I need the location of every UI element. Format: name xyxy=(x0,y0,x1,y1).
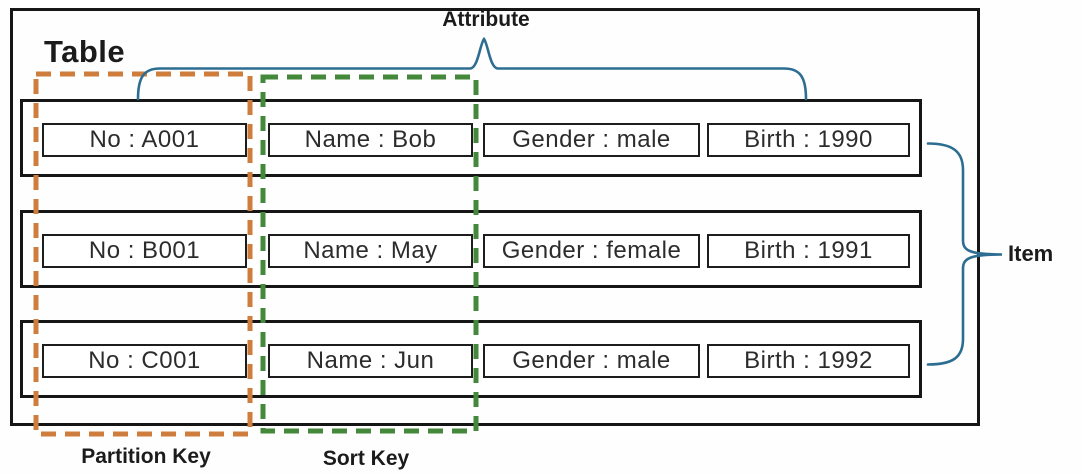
table-row: No : A001 Name : Bob Gender : male Birth… xyxy=(20,99,922,177)
attribute-cell-gender: Gender : male xyxy=(483,123,700,157)
table-row: No : B001 Name : May Gender : female Bir… xyxy=(20,210,922,288)
attribute-cell-name: Name : Bob xyxy=(268,123,473,157)
table-title: Table xyxy=(44,34,126,69)
table-row: No : C001 Name : Jun Gender : male Birth… xyxy=(20,320,922,398)
attribute-cell-gender: Gender : female xyxy=(483,234,700,268)
attribute-label: Attribute xyxy=(442,8,530,31)
item-label: Item xyxy=(1008,241,1054,266)
attribute-cell-name: Name : May xyxy=(268,234,473,268)
attribute-cell-name: Name : Jun xyxy=(268,344,473,378)
partition-key-label: Partition Key xyxy=(81,445,211,468)
attribute-cell-birth: Birth : 1992 xyxy=(707,344,910,378)
attribute-cell-birth: Birth : 1991 xyxy=(707,234,910,268)
attribute-cell-birth: Birth : 1990 xyxy=(707,123,910,157)
attribute-cell-gender: Gender : male xyxy=(483,344,700,378)
sort-key-label: Sort Key xyxy=(322,447,410,470)
attribute-cell-no: No : B001 xyxy=(42,234,247,268)
attribute-cell-no: No : C001 xyxy=(42,344,247,378)
attribute-cell-no: No : A001 xyxy=(42,123,247,157)
